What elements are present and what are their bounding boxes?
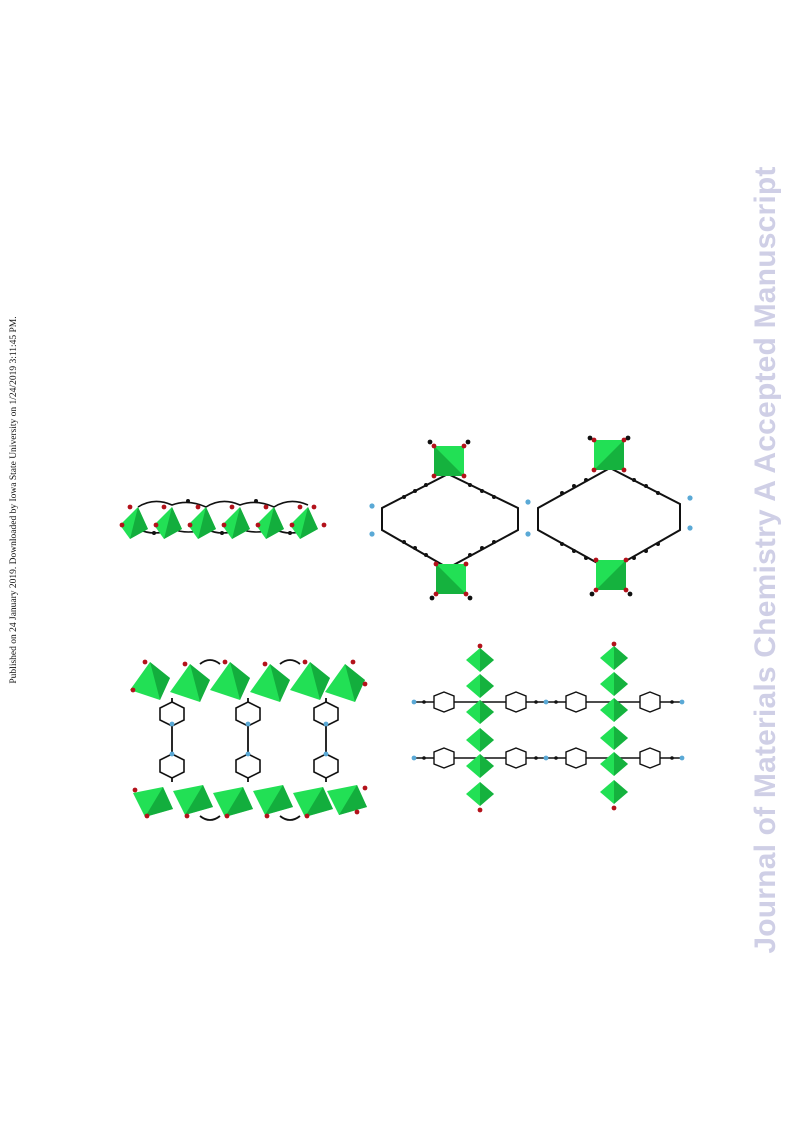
publication-note-text: Published on 24 January 2019. Downloaded… <box>9 316 19 684</box>
pillar-nitrogens <box>169 721 329 757</box>
figure-panel-loop-network <box>369 435 693 601</box>
chain-atoms <box>119 499 327 535</box>
watermark-text: Journal of Materials Chemistry A Accepte… <box>749 166 782 954</box>
top-chain <box>130 662 365 702</box>
layer-atoms <box>411 641 685 813</box>
bridged-oxygens <box>130 659 368 819</box>
bottom-chain <box>133 785 367 817</box>
figure-panel-bridged-chains <box>130 659 368 821</box>
column-left <box>466 648 494 806</box>
layer-rings <box>433 691 661 769</box>
figure-panel-pillared-layer <box>411 641 685 813</box>
figure-panel-chain <box>119 499 327 539</box>
loop-nitrogens <box>369 495 693 537</box>
column-right <box>600 646 628 804</box>
loop-terminal-carbons <box>427 435 633 601</box>
loop-linker-carbons <box>402 478 660 560</box>
pillar-rings <box>159 701 339 779</box>
loop-octahedra <box>434 440 626 594</box>
octahedra-row <box>120 507 318 539</box>
layer-linkers <box>414 701 680 759</box>
loop-oxygens <box>431 437 629 597</box>
